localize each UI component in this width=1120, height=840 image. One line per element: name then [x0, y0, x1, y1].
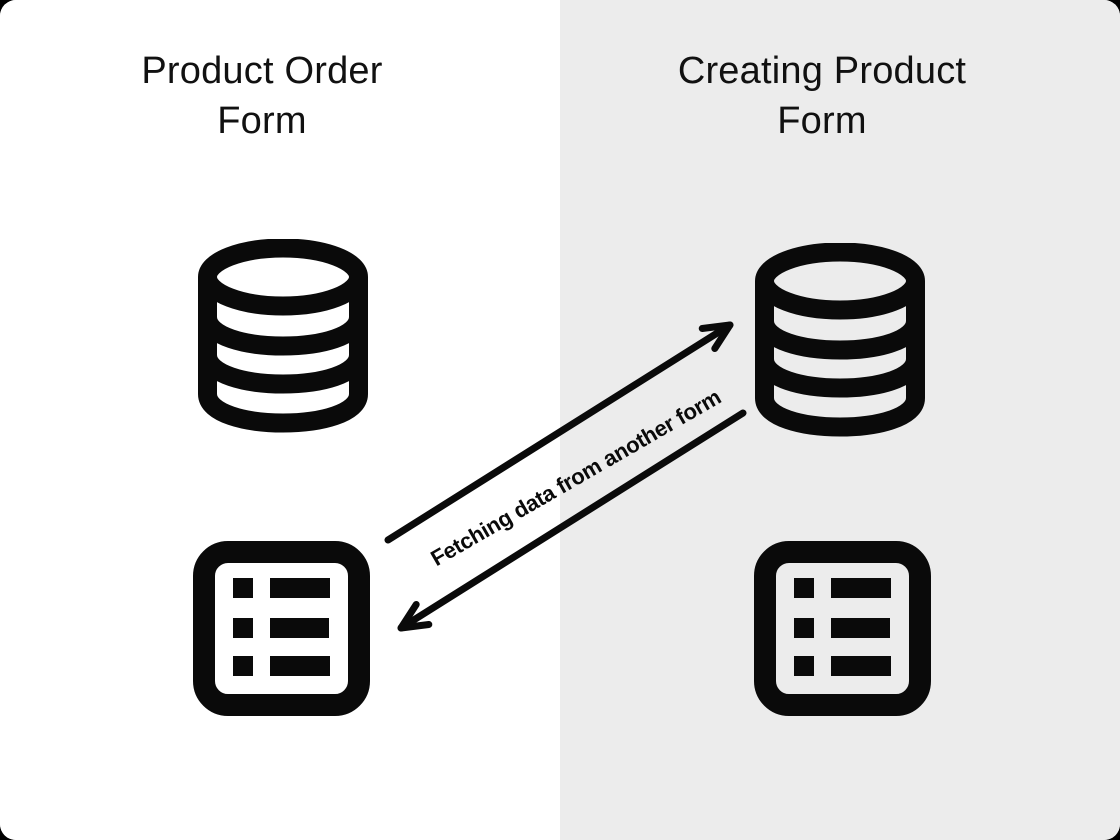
left-panel-title: Product Order Form	[141, 50, 383, 142]
database-icon	[755, 243, 925, 437]
form-icon	[754, 541, 931, 716]
database-icon	[198, 239, 368, 433]
right-panel-title: Creating Product Form	[677, 50, 967, 142]
form-icon	[193, 541, 370, 716]
